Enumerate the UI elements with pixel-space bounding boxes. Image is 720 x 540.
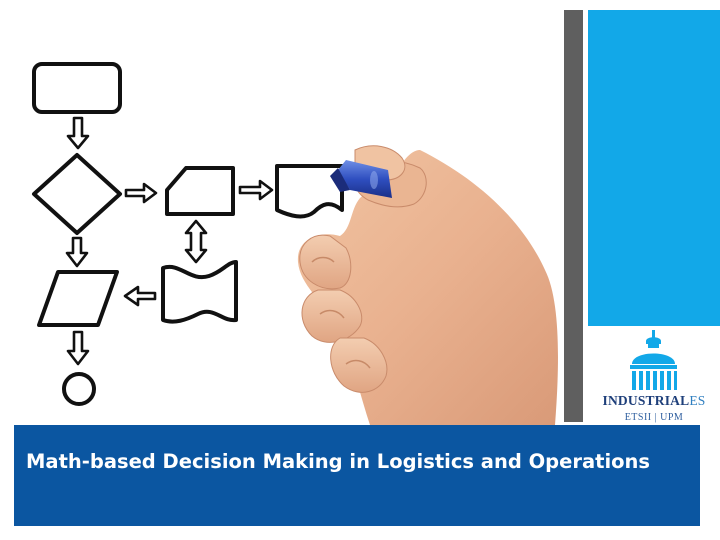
logo-name-suffix: ES: [689, 393, 706, 408]
arrow-double: [184, 219, 208, 264]
parallelogram-shape: [37, 270, 119, 327]
arrow-down-3: [66, 330, 90, 366]
accent-panel: [588, 10, 720, 326]
title-band: Math-based Decision Making in Logistics …: [14, 425, 700, 526]
document-shape: [275, 164, 344, 219]
tape-shape: [161, 260, 238, 324]
slide-title: Math-based Decision Making in Logistics …: [26, 450, 651, 473]
logo-text: INDUSTRIALES ETSII | UPM: [588, 394, 720, 423]
terminal-circle-shape: [62, 372, 96, 406]
process-box-shape: [32, 62, 122, 114]
divider-bar: [564, 10, 583, 422]
hand-shape: [297, 145, 558, 425]
arrow-down-2: [65, 236, 89, 268]
decision-diamond-shape: [32, 153, 122, 235]
logo-subtitle: ETSII | UPM: [624, 411, 684, 423]
flowchart-hand-icon: [32, 62, 558, 425]
arrow-down-1: [66, 116, 90, 150]
logo-name-main: INDUSTRIAL: [602, 393, 690, 408]
logo-name: INDUSTRIALES: [588, 394, 720, 408]
arrow-right-1: [124, 182, 158, 204]
marker-pen-shape: [330, 160, 392, 198]
arrow-right-2: [238, 179, 274, 201]
preparation-shape: [165, 166, 235, 216]
dome-building-icon: [630, 330, 677, 390]
arrow-left-1: [123, 285, 157, 307]
